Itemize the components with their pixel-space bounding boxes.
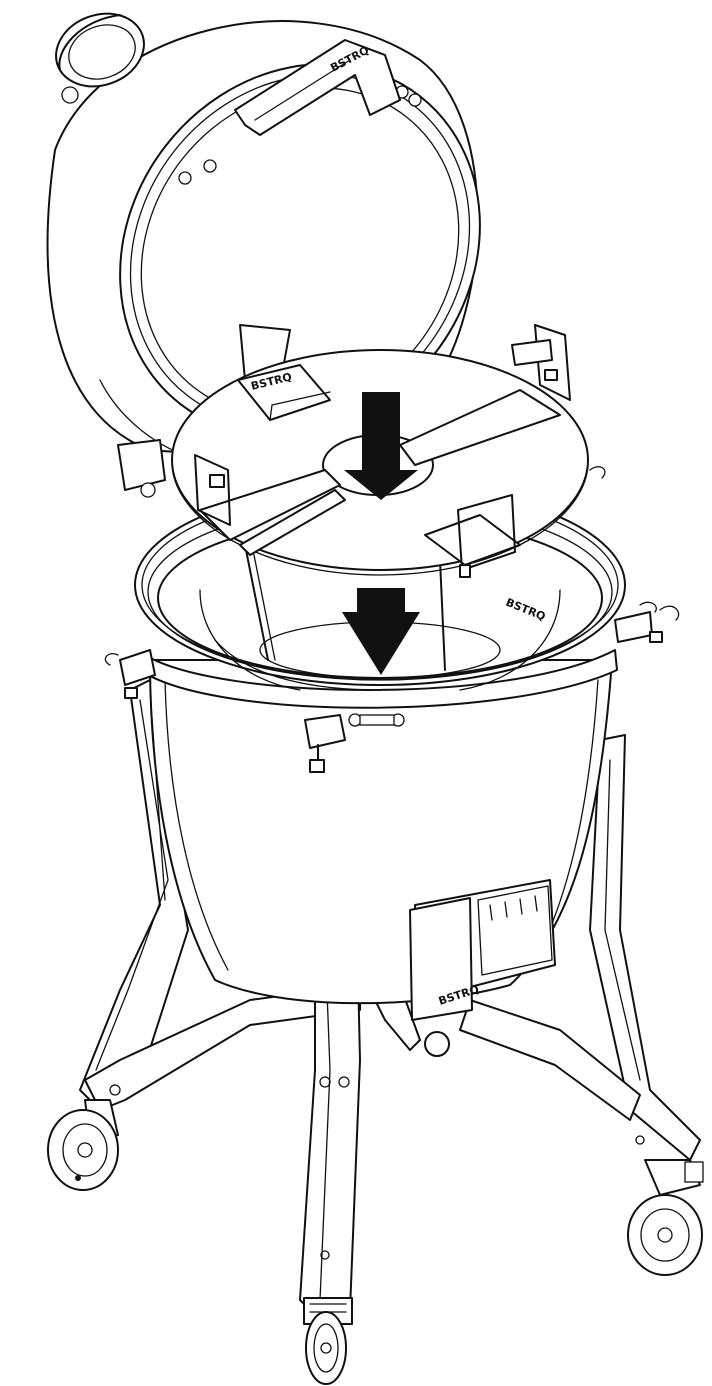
grill-body: BSTRQ — [104, 601, 680, 1021]
casters — [47, 1099, 704, 1385]
leg-right — [589, 734, 701, 1161]
arrow-lower — [342, 588, 420, 675]
band-clamp-front — [304, 714, 346, 773]
lower-band — [142, 649, 618, 709]
placement-arrows — [342, 392, 420, 675]
hinge — [117, 439, 166, 491]
caster-right — [627, 1159, 704, 1276]
top-vent-cap — [55, 12, 145, 104]
arrow-upper — [344, 392, 418, 500]
lid-handle: BSTRQ — [234, 39, 401, 136]
caster-front — [303, 1297, 353, 1385]
leg-right-base — [459, 999, 641, 1121]
band-clamp-left — [104, 649, 156, 699]
bottom-vent: BSTRQ — [409, 879, 556, 1021]
band-clamp-right — [614, 601, 680, 643]
heat-deflector: BSTRQ — [171, 324, 606, 578]
lid-dome: BSTRQ — [46, 12, 481, 498]
caster-left — [47, 1099, 119, 1191]
